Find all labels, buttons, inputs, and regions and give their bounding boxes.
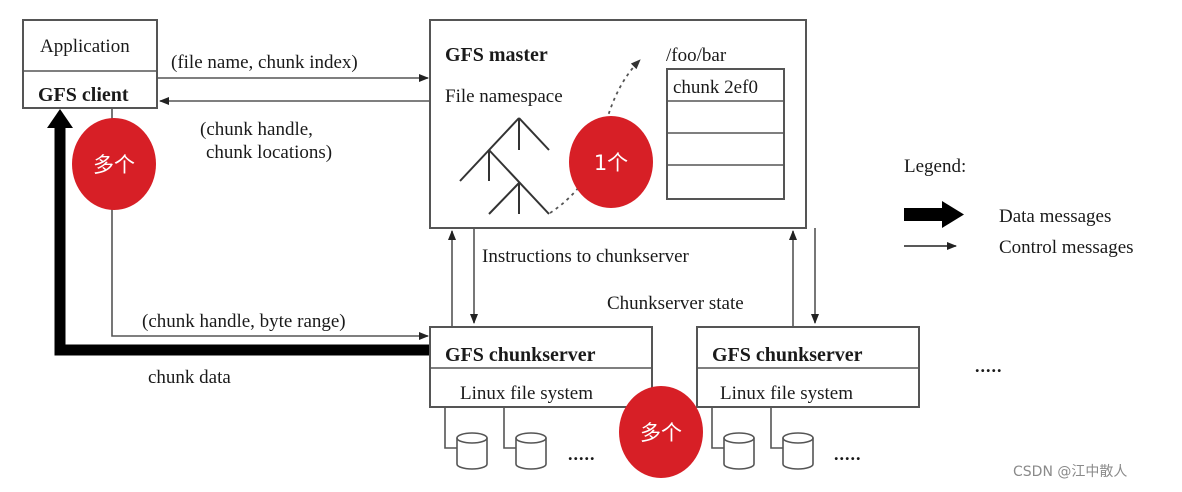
reply-message-line1: (chunk handle, bbox=[200, 119, 313, 140]
client-badge-text: 多个 bbox=[93, 153, 135, 177]
disk-connector bbox=[711, 407, 724, 449]
chunk-data-arrowhead bbox=[47, 109, 73, 128]
legend-control-label: Control messages bbox=[999, 237, 1134, 258]
chunkserver-2: GFS chunkserver Linux file system ..... bbox=[696, 326, 920, 470]
disk-connector bbox=[770, 407, 783, 449]
namespace-label: File namespace bbox=[445, 86, 563, 107]
client-count-badge: 多个 bbox=[72, 118, 156, 210]
gfs-client-label: GFS client bbox=[38, 84, 129, 106]
more-disks-ellipsis: ..... bbox=[834, 444, 862, 464]
client-box-outline bbox=[22, 19, 158, 109]
disk-icon bbox=[456, 432, 488, 470]
more-chunkservers-ellipsis: ..... bbox=[975, 356, 1003, 376]
disk-connector bbox=[503, 407, 516, 449]
badge-circle bbox=[569, 116, 653, 208]
disk-icon bbox=[723, 432, 755, 470]
chunk-data-label: chunk data bbox=[148, 367, 231, 388]
chunkserver-badge-text: 多个 bbox=[640, 421, 682, 445]
application-label: Application bbox=[40, 36, 130, 57]
legend-title: Legend: bbox=[904, 156, 966, 177]
byte-range-label: (chunk handle, byte range) bbox=[142, 311, 346, 332]
request-message-label: (file name, chunk index) bbox=[171, 52, 358, 73]
chunkserver-box-outline bbox=[696, 326, 920, 408]
chunk-table: chunk 2ef0 bbox=[666, 68, 785, 200]
chunkserver-box-outline bbox=[429, 326, 653, 408]
chunk-table-outline bbox=[666, 68, 785, 200]
namespace-lookup-arrow bbox=[549, 59, 641, 214]
legend-data-arrow-shaft bbox=[904, 208, 944, 221]
more-disks-ellipsis: ..... bbox=[568, 444, 596, 464]
master-badge-text: 1个 bbox=[594, 151, 628, 175]
master-count-badge: 1个 bbox=[569, 116, 653, 208]
watermark: CSDN @江中散人 bbox=[1013, 464, 1127, 480]
client-box: Application GFS client bbox=[22, 19, 158, 109]
chunkserver-title: GFS chunkserver bbox=[712, 344, 863, 366]
disk-icon bbox=[782, 432, 814, 470]
disk-connector bbox=[444, 407, 457, 449]
chunk-table-row: chunk 2ef0 bbox=[673, 77, 758, 98]
chunk-data-arrow bbox=[54, 126, 430, 356]
chunkserver-title: GFS chunkserver bbox=[445, 344, 596, 366]
reply-message-line2: chunk locations) bbox=[206, 142, 332, 163]
disk-icon bbox=[515, 432, 547, 470]
filesystem-label: Linux file system bbox=[720, 383, 853, 404]
legend-data-arrow-icon bbox=[942, 201, 964, 228]
legend-data-label: Data messages bbox=[999, 206, 1111, 227]
instructions-label: Instructions to chunkserver bbox=[482, 246, 690, 267]
chunkserver-count-badge: 多个 bbox=[619, 386, 703, 478]
namespace-tree-icon bbox=[459, 117, 550, 215]
file-path-label: /foo/bar bbox=[666, 45, 727, 66]
master-title: GFS master bbox=[445, 44, 548, 66]
badge-circle bbox=[72, 118, 156, 210]
legend: Legend: Data messages Control messages bbox=[904, 156, 1134, 258]
master-box: GFS master File namespace /foo/bar chunk… bbox=[429, 19, 807, 229]
chunkserver-1: GFS chunkserver Linux file system ..... bbox=[429, 326, 653, 470]
chunkserver-state-label: Chunkserver state bbox=[607, 293, 744, 314]
filesystem-label: Linux file system bbox=[460, 383, 593, 404]
badge-circle bbox=[619, 386, 703, 478]
